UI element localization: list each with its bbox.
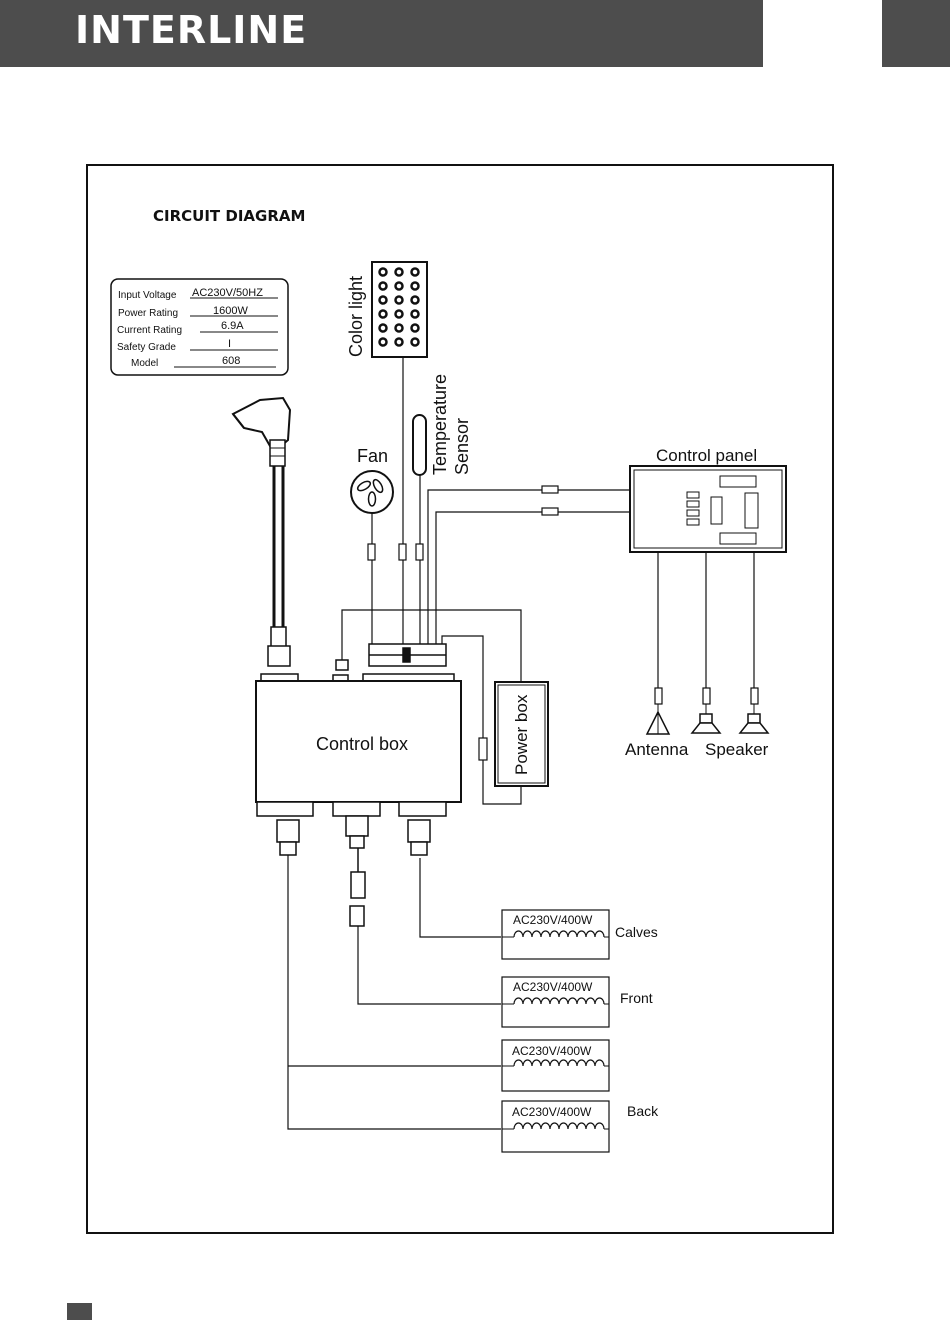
spec-label-current-rating: Current Rating xyxy=(117,325,182,336)
speaker-label: Speaker xyxy=(705,740,769,759)
power-plug xyxy=(233,398,290,666)
spec-value-model: 608 xyxy=(222,355,240,367)
heater-rating: AC230V/400W xyxy=(513,980,593,994)
spec-label-power-rating: Power Rating xyxy=(118,308,178,319)
heater-back-upper: AC230V/400W xyxy=(502,1040,609,1091)
fan-icon xyxy=(351,471,393,513)
fan-label: Fan xyxy=(357,446,388,466)
heater-calves: AC230V/400W xyxy=(502,910,609,959)
speaker-icon xyxy=(692,704,720,733)
spec-label-input-voltage: Input Voltage xyxy=(118,290,177,301)
spec-label-model: Model xyxy=(131,358,158,369)
control-box-label: Control box xyxy=(316,734,408,754)
control-box-bottom-connectors xyxy=(257,802,446,926)
heater-front: AC230V/400W xyxy=(502,977,609,1027)
control-panel xyxy=(630,466,786,552)
heater-name-back: Back xyxy=(627,1103,659,1119)
heater-rating: AC230V/400W xyxy=(513,913,593,927)
color-light-panel xyxy=(372,262,427,357)
heater-name-front: Front xyxy=(620,990,653,1006)
control-panel-label: Control panel xyxy=(656,446,757,465)
heater-back-lower: AC230V/400W xyxy=(502,1101,609,1152)
spec-value-input-voltage: AC230V/50HZ xyxy=(192,287,263,299)
sensor-label: Sensor xyxy=(452,418,472,475)
speaker-icon xyxy=(740,704,768,733)
antenna-icon xyxy=(647,704,669,734)
spec-value-power-rating: 1600W xyxy=(213,305,248,317)
diagram-title: CIRCUIT DIAGRAM xyxy=(153,207,305,225)
antenna-label: Antenna xyxy=(625,740,689,759)
heater-rating: AC230V/400W xyxy=(512,1044,592,1058)
spec-label-safety-grade: Safety Grade xyxy=(117,342,176,353)
spec-value-safety-grade: I xyxy=(228,338,231,350)
spec-value-current-rating: 6.9A xyxy=(221,320,244,332)
color-light-label: Color light xyxy=(346,276,366,357)
page-marker xyxy=(67,1303,92,1320)
temperature-label: Temperature xyxy=(430,374,450,475)
heater-name-calves: Calves xyxy=(615,924,658,940)
spec-label: Input Voltage AC230V/50HZ Power Rating 1… xyxy=(111,279,288,375)
temperature-sensor xyxy=(413,415,426,475)
heater-rating: AC230V/400W xyxy=(512,1105,592,1119)
power-box-label: Power box xyxy=(512,694,531,775)
